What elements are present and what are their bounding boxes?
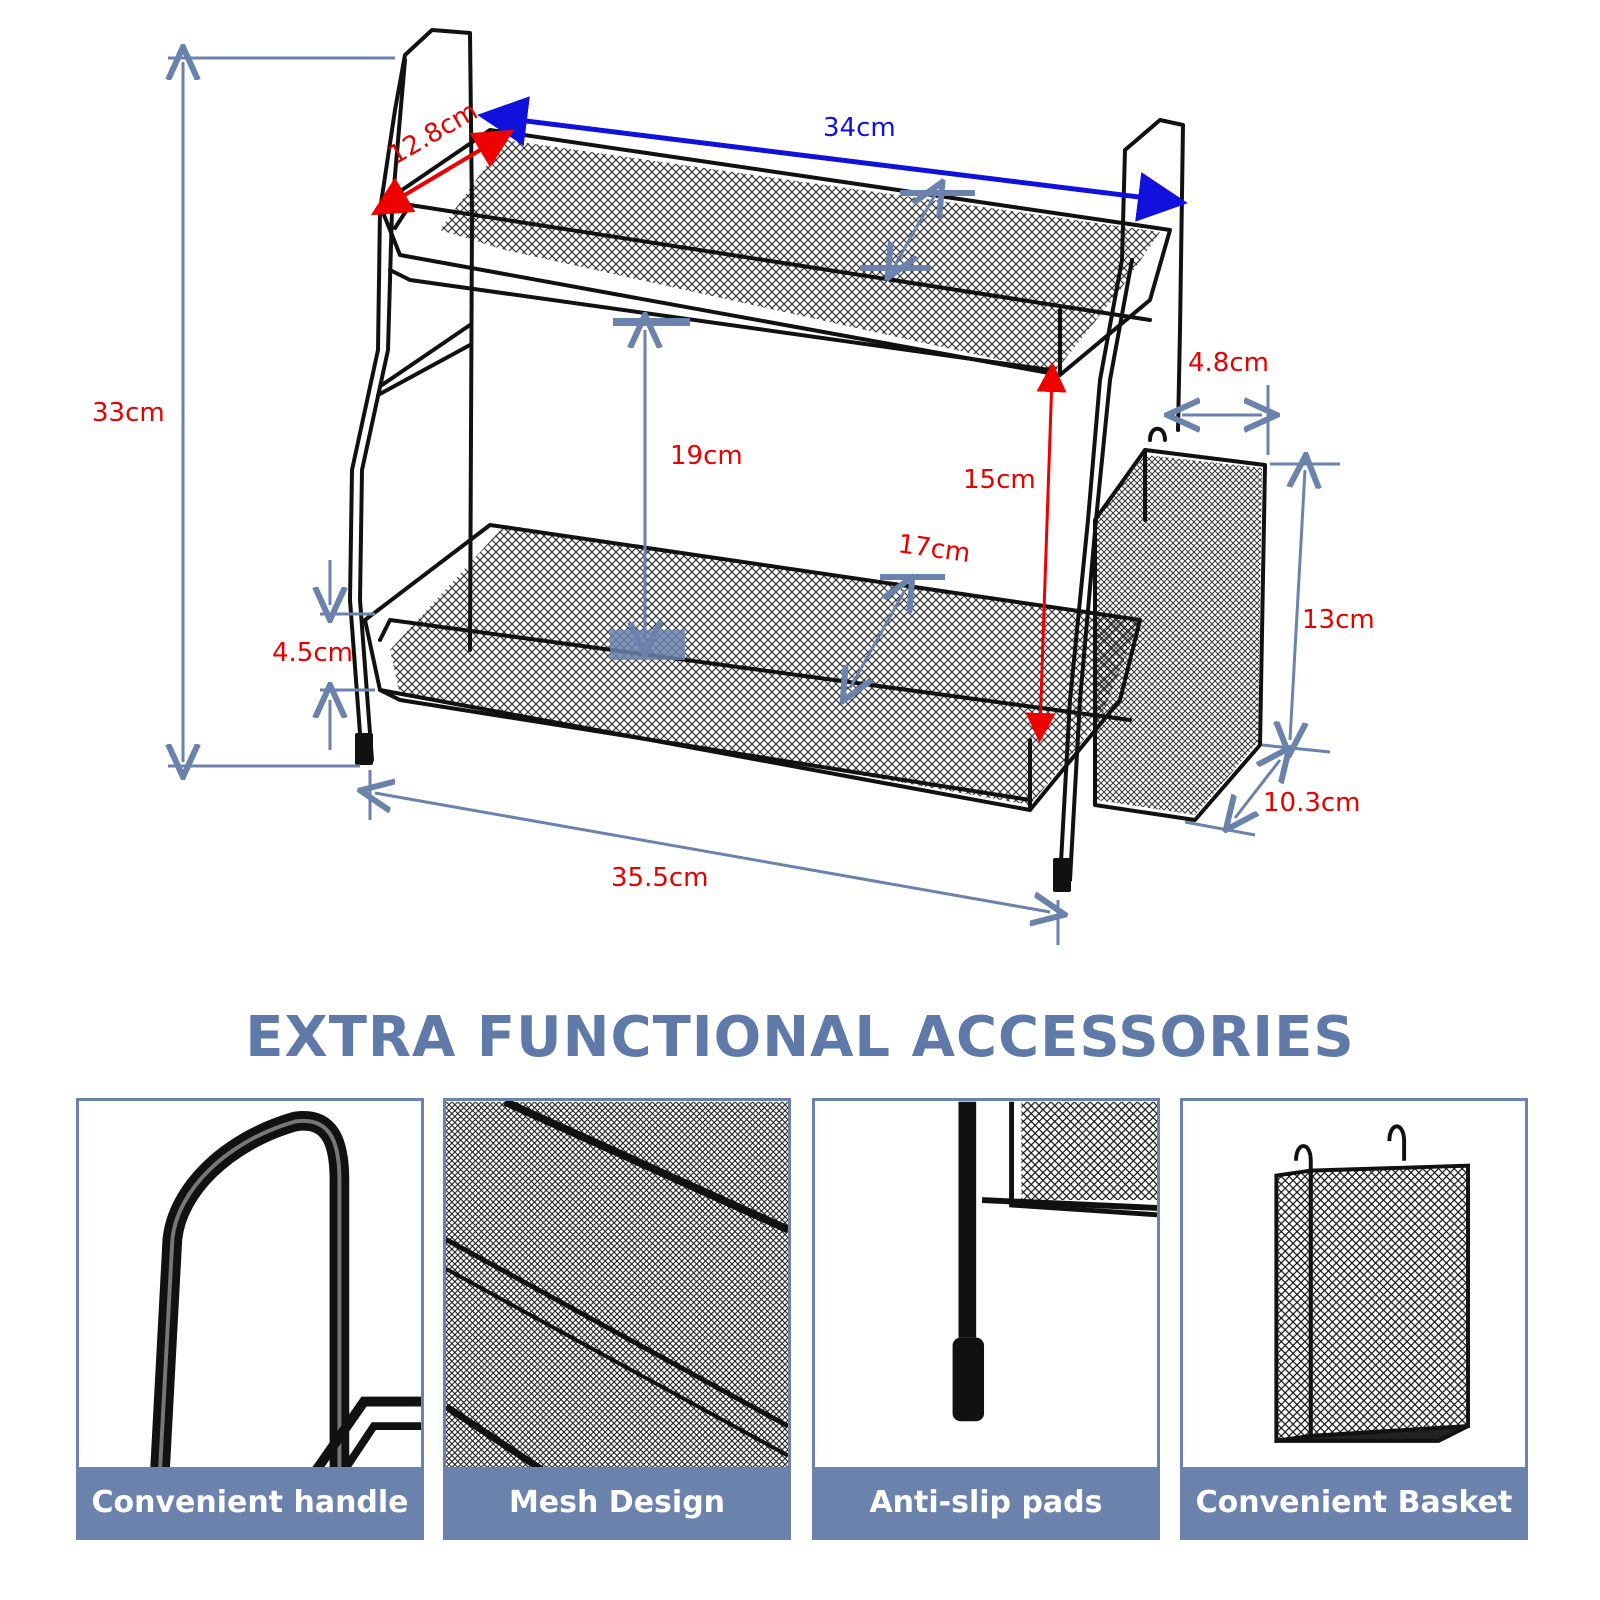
base-width-label: 35.5cm: [611, 863, 709, 893]
panel-caption: Anti-slip pads: [815, 1467, 1157, 1537]
total-height-label: 33cm: [92, 398, 165, 428]
panel-convenient-handle: Convenient handle: [76, 1098, 424, 1540]
panel-caption: Convenient Basket: [1183, 1467, 1525, 1537]
lower-depth-label: 17cm: [896, 529, 972, 569]
side-gap-arrow: [1025, 362, 1067, 743]
panel-mesh-design: Mesh Design: [443, 1098, 791, 1540]
basket-height-label: 13cm: [1302, 605, 1375, 635]
basket-icon: [1274, 1124, 1470, 1444]
shelf-length-arrow: [477, 96, 1188, 222]
panel-anti-slip-pads: Anti-slip pads: [812, 1098, 1160, 1540]
basket-width-label: 10.3cm: [1263, 788, 1361, 818]
shelf-length-label: 34cm: [823, 113, 896, 143]
product-dimension-diagram: 33cm 12.8cm 34cm 19cm 15cm 4.8cm 17cm 13…: [92, 28, 1375, 945]
mesh-icon: [446, 1101, 788, 1537]
panel-convenient-basket: Convenient Basket: [1180, 1098, 1528, 1540]
tier-gap-label: 19cm: [670, 441, 743, 471]
panel-caption: Mesh Design: [446, 1467, 788, 1537]
shelf-depth-arrow: [370, 129, 515, 216]
basket-depth-label: 4.8cm: [1188, 348, 1269, 378]
section-title: EXTRA FUNCTIONAL ACCESSORIES: [245, 1005, 1355, 1070]
panel-caption: Convenient handle: [79, 1467, 421, 1537]
rack-illustration: [348, 28, 1267, 892]
foot-pad-icon: [952, 1101, 1157, 1422]
side-gap-label: 15cm: [963, 465, 1036, 495]
leg-height-label: 4.5cm: [272, 638, 353, 668]
